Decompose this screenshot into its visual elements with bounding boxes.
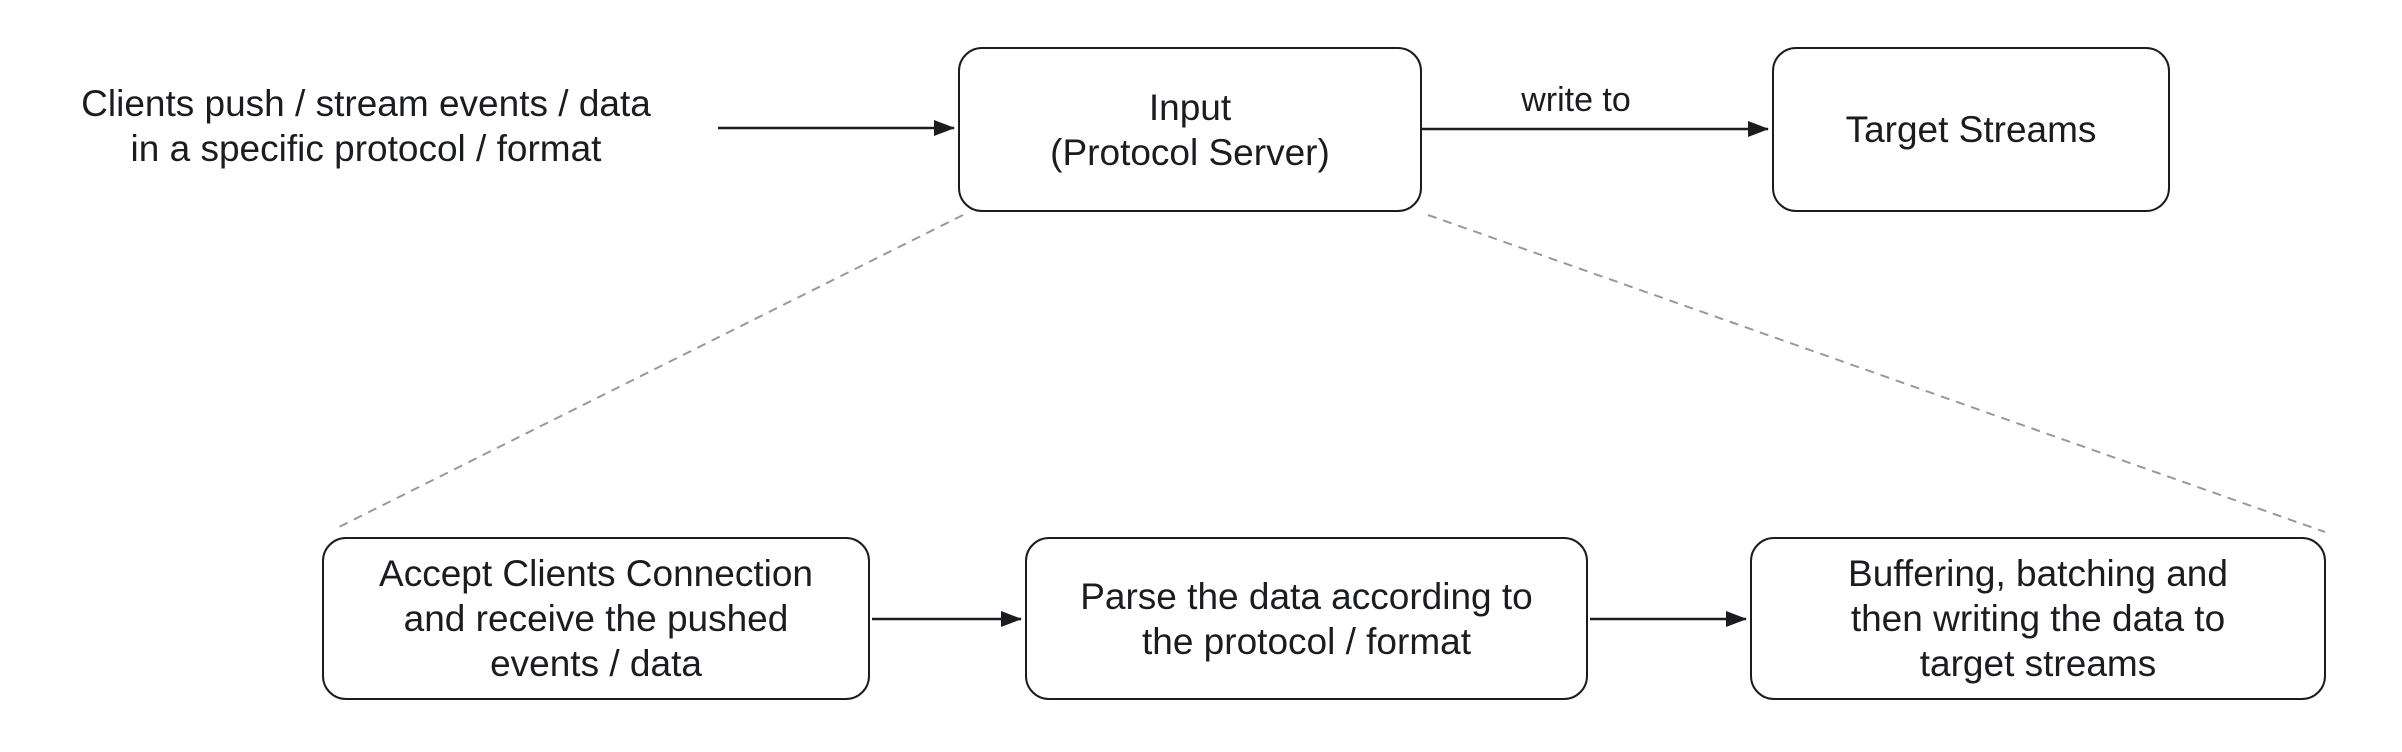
dashed-link-input-to-accept	[336, 214, 964, 529]
node-parse-data-label: Parse the data according to the protocol…	[1080, 575, 1533, 662]
node-target-streams-label: Target Streams	[1845, 109, 2097, 150]
node-accept-clients-connection-label: Accept Clients Connection and receive th…	[379, 553, 813, 684]
node-target-streams: Target Streams	[1772, 47, 2170, 212]
node-buffering-batching-writing: Buffering, batching and then writing the…	[1750, 537, 2326, 700]
node-accept-clients-connection: Accept Clients Connection and receive th…	[322, 537, 870, 700]
node-input-protocol-server-label: Input (Protocol Server)	[1050, 86, 1330, 173]
node-input-protocol-server: Input (Protocol Server)	[958, 47, 1422, 212]
dashed-link-input-to-buffering	[1427, 214, 2326, 533]
node-buffering-batching-writing-label: Buffering, batching and then writing the…	[1848, 553, 2228, 684]
node-parse-data: Parse the data according to the protocol…	[1025, 537, 1588, 700]
clients-annotation-text: Clients push / stream events / data in a…	[81, 83, 651, 169]
write-to-edge-label: write to	[1521, 81, 1631, 119]
